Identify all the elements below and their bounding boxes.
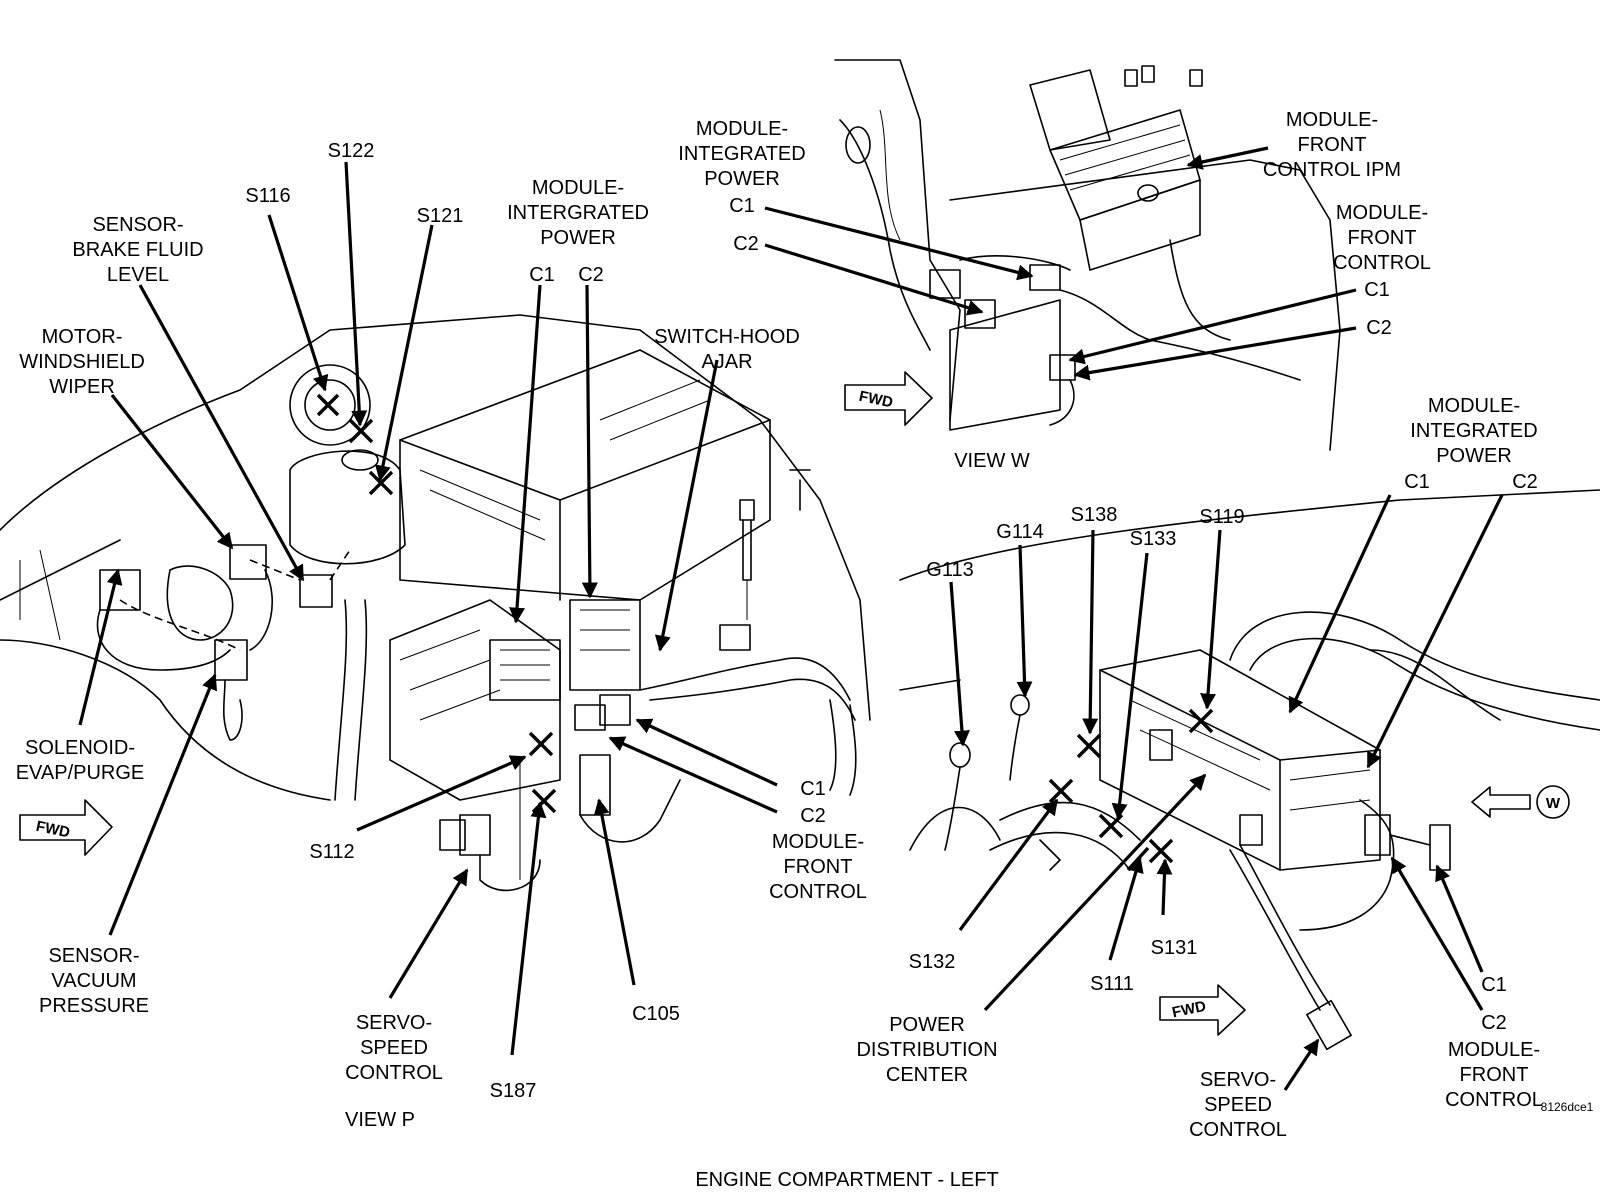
- label-r-module-fc-1: MODULE-: [1448, 1039, 1540, 1061]
- view-right-splice-marks: [1048, 708, 1214, 872]
- label-sensor-brake-fluid-2: BRAKE FLUID: [72, 239, 203, 261]
- label-r-servo-2: SPEED: [1204, 1094, 1272, 1116]
- label-w-ipm-c1: C1: [729, 195, 755, 217]
- label-module-front-control-2: FRONT: [784, 856, 853, 878]
- label-s121: S121: [417, 205, 464, 227]
- label-w-fc-c1: C1: [1364, 279, 1390, 301]
- view-right-leaders: [949, 494, 1504, 1091]
- label-r-module-ipm-3: POWER: [1436, 445, 1512, 467]
- label-solenoid-evap-2: EVAP/PURGE: [16, 762, 145, 784]
- fwd-arrow-view-w: FWD: [844, 371, 933, 426]
- label-module-ipm-2: INTERGRATED: [507, 202, 649, 224]
- label-sensor-vacuum-2: VACUUM: [51, 970, 136, 992]
- label-sensor-brake-fluid-3: LEVEL: [107, 264, 169, 286]
- label-r-module-ipm-1: MODULE-: [1428, 395, 1520, 417]
- view-p-leaders: [78, 161, 778, 1056]
- label-r-fc-c1: C1: [1481, 974, 1507, 996]
- label-w-module-fc-3: CONTROL: [1333, 252, 1431, 274]
- label-w-module-fc-ipm-3: CONTROL IPM: [1263, 159, 1401, 181]
- label-s112: S112: [309, 841, 354, 863]
- view-p-artwork: [0, 314, 871, 892]
- label-solenoid-evap-1: SOLENOID-: [25, 737, 135, 759]
- label-servo-speed-3: CONTROL: [345, 1062, 443, 1084]
- label-motor-wiper-2: WINDSHIELD: [19, 351, 145, 373]
- figure-id: 8126dce1: [1541, 1100, 1594, 1114]
- label-pdc-1: POWER: [889, 1014, 965, 1036]
- label-c105: C105: [632, 1003, 680, 1025]
- label-switch-hood-1: SWITCH-HOOD: [654, 326, 800, 348]
- label-fcm-c1: C1: [800, 778, 826, 800]
- label-r-servo-3: CONTROL: [1189, 1119, 1287, 1141]
- label-module-ipm-1: MODULE-: [532, 177, 624, 199]
- label-sensor-brake-fluid-1: SENSOR-: [92, 214, 183, 236]
- label-w-module-fc-ipm-2: FRONT: [1298, 134, 1367, 156]
- label-sensor-vacuum-3: PRESSURE: [39, 995, 149, 1017]
- label-module-front-control-1: MODULE-: [772, 831, 864, 853]
- view-right-labels: MODULE- INTEGRATED POWER C1 C2 G113 G114…: [856, 395, 1542, 1141]
- view-p-splice-marks: [316, 393, 557, 814]
- label-w-module-ipm-2: INTEGRATED: [678, 143, 805, 165]
- view-w-leaders: [764, 146, 1357, 381]
- label-ipm-c1: C1: [529, 264, 555, 286]
- label-module-ipm-3: POWER: [540, 227, 616, 249]
- label-r-module-fc-3: CONTROL: [1445, 1089, 1543, 1111]
- label-r-module-fc-2: FRONT: [1460, 1064, 1529, 1086]
- fwd-arrow-view-p: FWD: [19, 799, 113, 856]
- label-s187: S187: [490, 1080, 537, 1102]
- label-g114: G114: [996, 521, 1043, 543]
- label-s116: S116: [245, 185, 290, 207]
- label-servo-speed-2: SPEED: [360, 1037, 428, 1059]
- label-motor-wiper-1: MOTOR-: [42, 326, 123, 348]
- label-pdc-3: CENTER: [886, 1064, 968, 1086]
- label-w-module-fc-1: MODULE-: [1336, 202, 1428, 224]
- label-fcm-c2: C2: [800, 805, 826, 827]
- view-w-artwork: [834, 59, 1341, 451]
- label-s119: S119: [1199, 506, 1244, 528]
- label-w-module-ipm-3: POWER: [704, 168, 780, 190]
- label-r-module-ipm-2: INTEGRATED: [1410, 420, 1537, 442]
- label-s132: S132: [909, 951, 956, 973]
- view-w-title: VIEW W: [954, 450, 1030, 472]
- label-w-module-ipm-1: MODULE-: [696, 118, 788, 140]
- label-r-ipm-c2: C2: [1512, 471, 1538, 493]
- label-s122: S122: [328, 140, 375, 162]
- w-view-marker: W: [1546, 795, 1561, 812]
- label-sensor-vacuum-1: SENSOR-: [48, 945, 139, 967]
- view-p-title: VIEW P: [345, 1109, 415, 1131]
- label-switch-hood-2: AJAR: [701, 351, 752, 373]
- label-motor-wiper-3: WIPER: [49, 376, 115, 398]
- diagram-caption: ENGINE COMPARTMENT - LEFT: [695, 1169, 998, 1191]
- label-r-servo-1: SERVO-: [1200, 1069, 1276, 1091]
- fwd-label: FWD: [1171, 998, 1208, 1022]
- label-s133: S133: [1130, 528, 1177, 550]
- view-p-labels: S122 S116 S121 SENSOR- BRAKE FLUID LEVEL…: [16, 140, 867, 1131]
- label-r-ipm-c1: C1: [1404, 471, 1430, 493]
- label-w-module-fc-ipm-1: MODULE-: [1286, 109, 1378, 131]
- label-s138: S138: [1071, 504, 1118, 526]
- label-pdc-2: DISTRIBUTION: [856, 1039, 997, 1061]
- view-right-artwork: W: [899, 489, 1600, 1051]
- label-ipm-c2: C2: [578, 264, 604, 286]
- label-r-fc-c2: C2: [1481, 1012, 1507, 1034]
- label-g113: G113: [926, 559, 973, 581]
- view-w-labels: MODULE- INTEGRATED POWER C1 C2 MODULE- F…: [678, 109, 1431, 472]
- label-module-front-control-3: CONTROL: [769, 881, 867, 903]
- fwd-arrow-view-right: FWD: [1159, 984, 1246, 1036]
- label-servo-speed-1: SERVO-: [356, 1012, 432, 1034]
- fwd-label: FWD: [34, 818, 71, 842]
- label-s131: S131: [1151, 937, 1198, 959]
- label-w-module-fc-2: FRONT: [1348, 227, 1417, 249]
- label-w-fc-c2: C2: [1366, 317, 1392, 339]
- label-w-ipm-c2: C2: [733, 233, 759, 255]
- fwd-label: FWD: [857, 388, 894, 412]
- label-s111: S111: [1090, 973, 1134, 995]
